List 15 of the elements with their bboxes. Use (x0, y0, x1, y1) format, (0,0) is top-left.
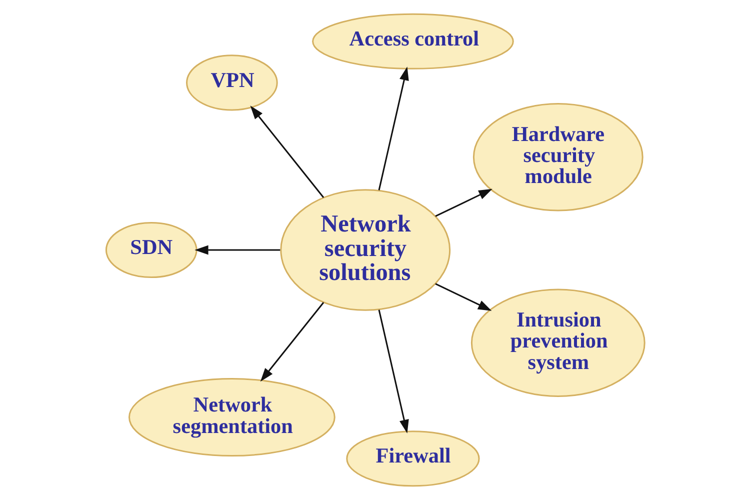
node-ellipse: Intrusion prevention system (470, 288, 645, 397)
node-ellipse: Network segmentation (128, 378, 335, 457)
arrow (194, 245, 280, 255)
arrow (250, 106, 324, 198)
arrow (434, 283, 492, 311)
arrow (260, 302, 324, 382)
node-ellipse: VPN (186, 54, 278, 111)
node-ellipse: Access control (312, 13, 514, 70)
node-ellipse: SDN (104, 222, 197, 278)
node-ellipse: Hardware security module (472, 103, 643, 212)
arrow (378, 310, 408, 434)
node-ellipse: Firewall (346, 430, 480, 487)
arrow (434, 188, 492, 217)
node-ellipse: Network security solutions (280, 189, 450, 311)
arrow (378, 66, 408, 190)
